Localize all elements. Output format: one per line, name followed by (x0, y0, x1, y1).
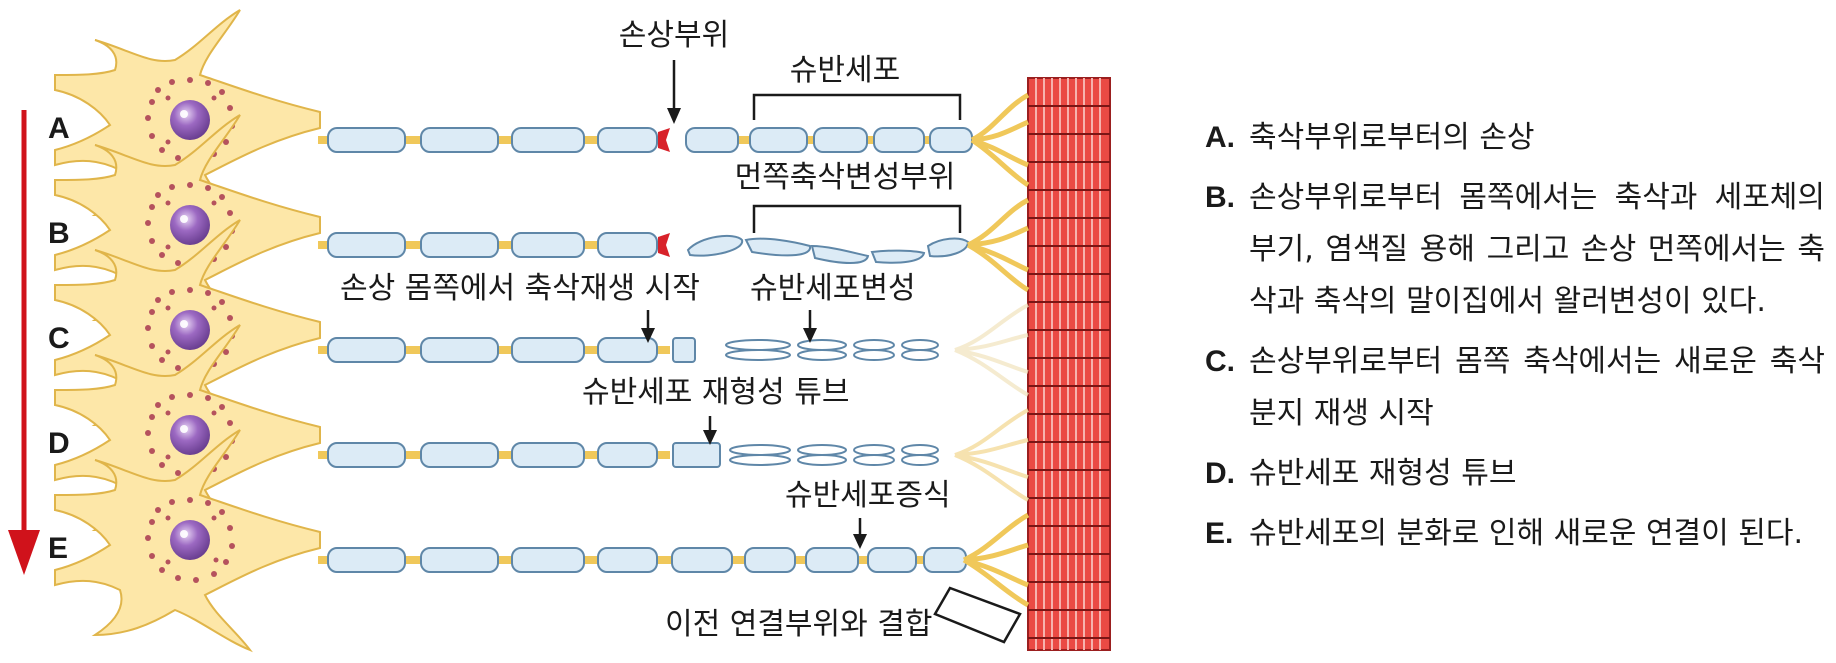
legend-text: 축삭부위로부터의 손상 (1249, 120, 1535, 155)
label-schwann-degeneration: 슈반세포변성 (750, 271, 916, 306)
time-arrow (8, 110, 40, 575)
axon-row-a (318, 92, 1030, 188)
distal-degeneration-bracket (752, 204, 962, 233)
row-letter-c: C (48, 322, 70, 355)
label-reconnection: 이전 연결부위와 결합 (665, 607, 932, 642)
legend-text: 손상부위로부터 몸쪽 축삭에서는 새로운 축삭 분지 재생 시작 (1249, 344, 1825, 431)
legend-letter: A. (1205, 121, 1235, 154)
axon-row-d (318, 408, 1029, 502)
axon-row-e (318, 512, 1030, 608)
label-schwann-proliferation: 슈반세포증식 (785, 478, 951, 513)
row-letter-e: E (48, 532, 68, 565)
legend-letter: D. (1205, 457, 1235, 490)
legend-item-d: D. 슈반세포 재형성 튜브 (1205, 448, 1825, 500)
label-schwann-cell: 슈반세포 (790, 53, 900, 88)
schwann-tube-arrow (703, 416, 717, 445)
legend-item-a: A. 축삭부위로부터의 손상 (1205, 112, 1825, 164)
legend-item-c: C. 손상부위로부터 몸쪽 축삭에서는 새로운 축삭 분지 재생 시작 (1205, 336, 1825, 440)
label-proximal-regen-start: 손상 몸쪽에서 축삭재생 시작 (340, 271, 700, 306)
regen-start-arrow (641, 310, 655, 343)
schwann-proliferation-arrow (853, 518, 867, 549)
legend-item-b: B. 손상부위로부터 몸쪽에서는 축삭과 세포체의 부기, 염색질 용해 그리고… (1205, 172, 1825, 328)
schwann-cell-bracket (752, 93, 962, 120)
row-letter-a: A (48, 112, 70, 145)
legend-item-e: E. 슈반세포의 분화로 인해 새로운 연결이 된다. (1205, 508, 1825, 560)
axon-row-c (318, 303, 1029, 397)
legend-list: A. 축삭부위로부터의 손상 B. 손상부위로부터 몸쪽에서는 축삭과 세포체의… (1205, 112, 1825, 568)
label-schwann-tube: 슈반세포 재형성 튜브 (582, 375, 849, 410)
axon-row-b (318, 197, 1030, 293)
legend-text: 슈반세포의 분화로 인해 새로운 연결이 된다. (1249, 516, 1804, 551)
label-distal-degeneration: 먼쪽축삭변성부위 (735, 160, 956, 195)
row-letter-b: B (48, 217, 70, 250)
legend-text: 슈반세포 재형성 튜브 (1249, 456, 1517, 491)
legend-text: 손상부위로부터 몸쪽에서는 축삭과 세포체의 부기, 염색질 용해 그리고 손상… (1249, 180, 1825, 319)
schwann-degeneration-arrow (803, 310, 817, 343)
legend-letter: B. (1205, 181, 1235, 214)
label-injury-site: 손상부위 (619, 18, 729, 53)
muscle-fiber (1027, 77, 1111, 651)
legend-letter: E. (1205, 517, 1234, 550)
injury-site-arrow (667, 60, 681, 124)
nerve-regeneration-diagram: A B C D E (8, 9, 1111, 651)
legend-letter: C. (1205, 345, 1235, 378)
row-letter-d: D (48, 427, 70, 460)
reconnection-bracket (933, 586, 1022, 644)
